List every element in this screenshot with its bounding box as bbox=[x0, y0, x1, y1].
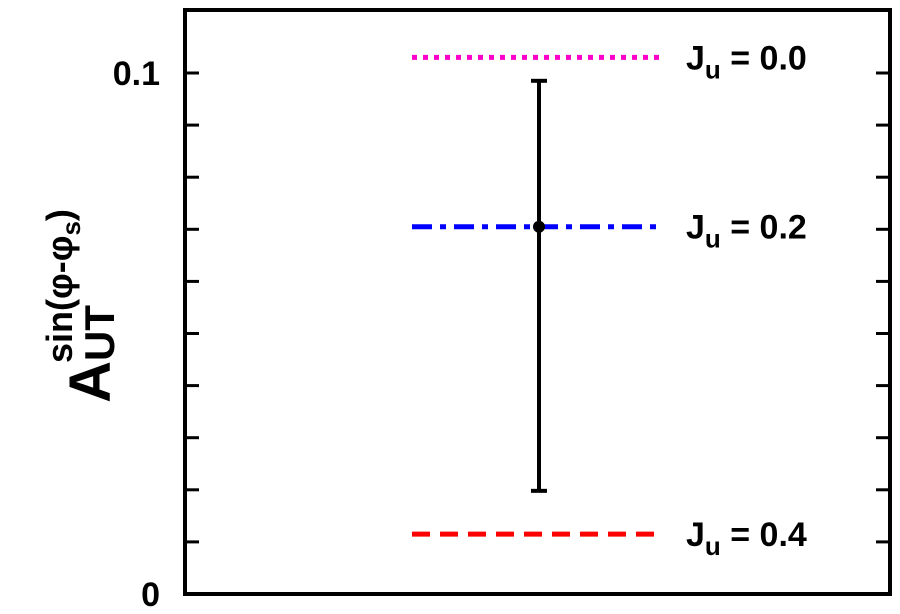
plot-frame bbox=[183, 8, 892, 596]
y-axis-label-superscript: sin(φ-φ bbox=[39, 236, 80, 364]
y-tick-label-0: 0 bbox=[141, 576, 160, 609]
series-label-sub: u bbox=[705, 54, 721, 84]
series-label-rest: = 0.0 bbox=[721, 39, 807, 77]
y-tick-label-1: 0.1 bbox=[113, 55, 160, 93]
series-label-main: J bbox=[686, 39, 705, 77]
y-axis-label-superscript-sub: s bbox=[56, 221, 86, 235]
series-label-sub: u bbox=[705, 224, 721, 254]
series-layer bbox=[412, 54, 663, 537]
data-point-marker bbox=[533, 220, 545, 233]
data-point-layer bbox=[531, 78, 547, 493]
series-label-rest: = 0.2 bbox=[721, 209, 807, 247]
series-label-2: Ju = 0.4 bbox=[686, 516, 807, 561]
y-axis-label-subscript: UT bbox=[76, 305, 123, 361]
series-label-rest: = 0.4 bbox=[721, 516, 807, 554]
series-label-main: J bbox=[686, 209, 705, 247]
y-axis-label-base: A bbox=[58, 361, 123, 403]
y-axis-label: AUTsin(φ-φs) bbox=[39, 209, 123, 403]
series-label-0: Ju = 0.0 bbox=[686, 39, 807, 84]
series-label-sub: u bbox=[705, 531, 721, 561]
series-label-1: Ju = 0.2 bbox=[686, 209, 807, 254]
y-axis-label-superscript-close: ) bbox=[39, 209, 80, 221]
series-label-main: J bbox=[686, 516, 705, 554]
ticks-layer bbox=[185, 71, 890, 544]
